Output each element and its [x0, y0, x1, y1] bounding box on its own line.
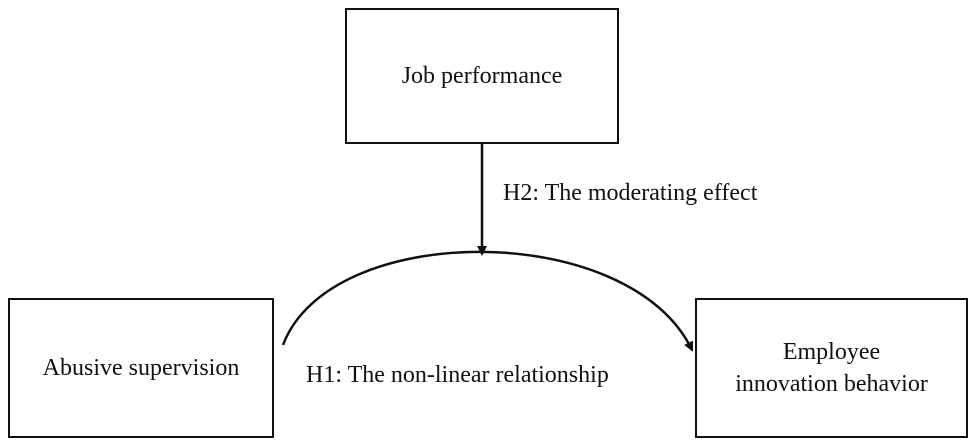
h2-label: H2: The moderating effect [503, 180, 758, 206]
employee-innovation-line1: Employee [782, 338, 881, 365]
abusive-supervision-box: Abusive supervision [8, 298, 274, 438]
job-performance-box: Job performance [345, 8, 619, 144]
nonlinear-curve-arrow [281, 250, 694, 352]
employee-innovation-box: Employee innovation behavior [695, 298, 968, 438]
job-performance-text: Job performance [401, 62, 563, 89]
abusive-supervision-text: Abusive supervision [42, 354, 240, 381]
employee-innovation-line2: innovation behavior [735, 371, 928, 397]
h1-label: H1: The non-linear relationship [306, 362, 609, 388]
